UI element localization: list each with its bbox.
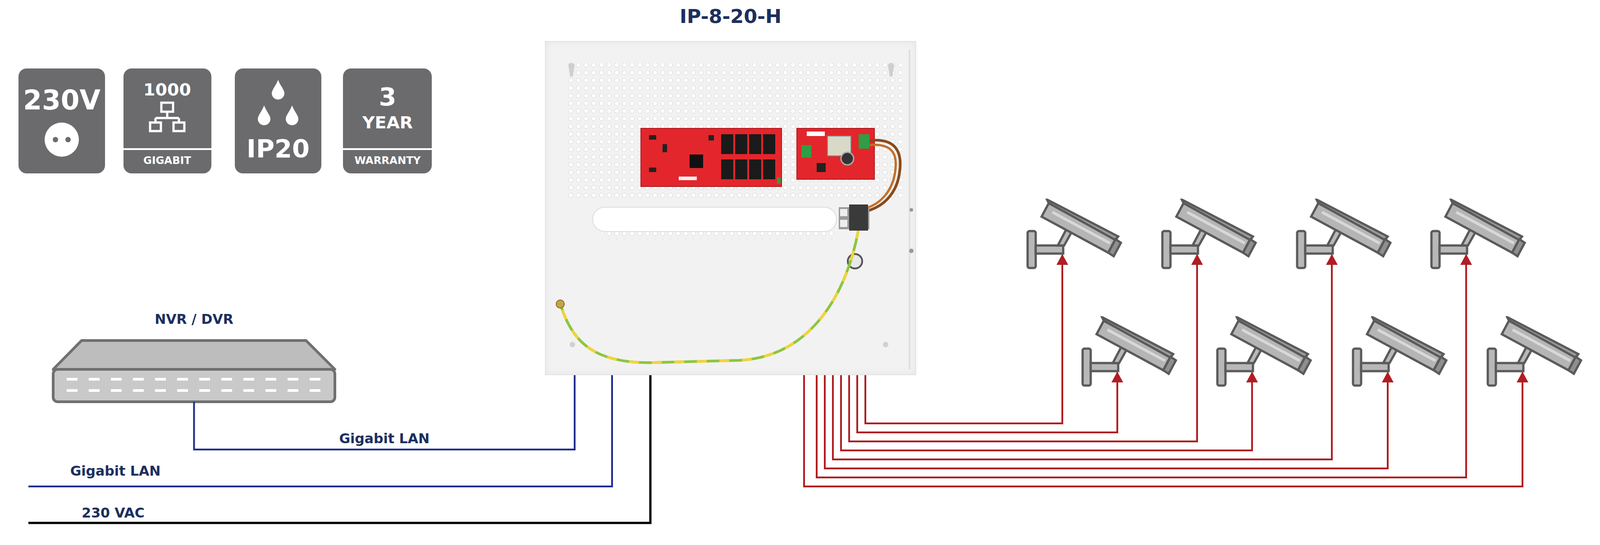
icon-text: 230V [22, 86, 101, 114]
camera-icon [1297, 199, 1391, 269]
vent-dash [66, 378, 78, 381]
vent-dash [265, 389, 277, 393]
cable-label: Gigabit LAN [70, 464, 161, 479]
node-heading: IP-8-20-H [455, 6, 1006, 27]
camera-icon [1487, 317, 1582, 386]
network-symbol [155, 117, 179, 120]
cable-label: 230 VAC [81, 506, 145, 521]
vent-dash [155, 378, 166, 381]
feature-icons [18, 68, 106, 174]
icon-text: IP20 [246, 136, 310, 162]
vent-dash [177, 378, 188, 381]
separator-line [342, 148, 432, 151]
water-drop-symbol [257, 79, 299, 126]
socket-symbol [44, 122, 79, 157]
vent-dash [110, 389, 122, 393]
socket-symbol [44, 122, 79, 157]
camera-icon [1431, 199, 1525, 269]
feature-icons [342, 68, 432, 174]
icon-text: WARRANTY [354, 155, 421, 166]
camera-cable [841, 372, 1253, 451]
network-symbol [173, 122, 185, 132]
icon-text: 3 [379, 84, 397, 110]
socket-symbol [65, 137, 71, 143]
vent-dash [243, 389, 255, 393]
recorder-top [53, 340, 335, 370]
vent-dash [265, 378, 277, 381]
vent-dash [177, 389, 188, 393]
camera-icon [1217, 317, 1311, 386]
feature-icons [18, 68, 432, 174]
enclosure-box: IP-8-20-H [544, 41, 917, 376]
vent-dash [221, 389, 233, 393]
vent-dash [132, 378, 144, 381]
recorder-device: NVR / DVR [53, 340, 335, 403]
camera-cable [824, 372, 1388, 469]
water-drop-symbol [285, 105, 299, 126]
camera-icon [1027, 199, 1121, 269]
feature-icons [234, 68, 322, 174]
network-symbol [123, 102, 212, 150]
camera-icon [1162, 199, 1256, 269]
network-symbol [178, 118, 181, 123]
vent-dash [199, 378, 211, 381]
separator-line [342, 149, 432, 150]
vent-dash [309, 378, 321, 381]
network-symbol [166, 111, 169, 119]
feature-icons [123, 68, 212, 174]
camera-cable [804, 372, 1523, 487]
recorder-front [53, 369, 335, 403]
icon-text: YEAR [362, 114, 413, 132]
network-symbol [154, 118, 157, 123]
vent-dash [287, 389, 299, 393]
icon-text: GIGABIT [143, 155, 192, 166]
vent-dash [88, 389, 100, 393]
network-symbol [161, 102, 174, 112]
vent-dash [243, 378, 255, 381]
camera-icon [1082, 317, 1176, 386]
vent-dash [155, 389, 166, 393]
camera-icon [1353, 317, 1447, 386]
camera-icon [1027, 199, 1582, 386]
network-symbol [150, 122, 161, 132]
vent-dash [66, 389, 78, 393]
icon-text: 1000 [143, 81, 192, 99]
vent-dash [110, 378, 122, 381]
connector-label: Gigabit LAN [338, 432, 430, 446]
vent-dash [199, 389, 211, 393]
vent-dash [287, 378, 299, 381]
vent-dash [221, 378, 233, 381]
node-heading: NVR / DVR [0, 312, 426, 327]
recorder-shape [53, 340, 335, 403]
socket-symbol [52, 137, 59, 143]
camera-cable [857, 372, 1118, 433]
vent-dash [132, 389, 144, 393]
vent-dash [88, 378, 100, 381]
water-drop-symbol [257, 105, 271, 126]
vent-dash [309, 389, 321, 393]
network-symbol [123, 148, 212, 151]
water-drop-symbol [271, 79, 285, 100]
